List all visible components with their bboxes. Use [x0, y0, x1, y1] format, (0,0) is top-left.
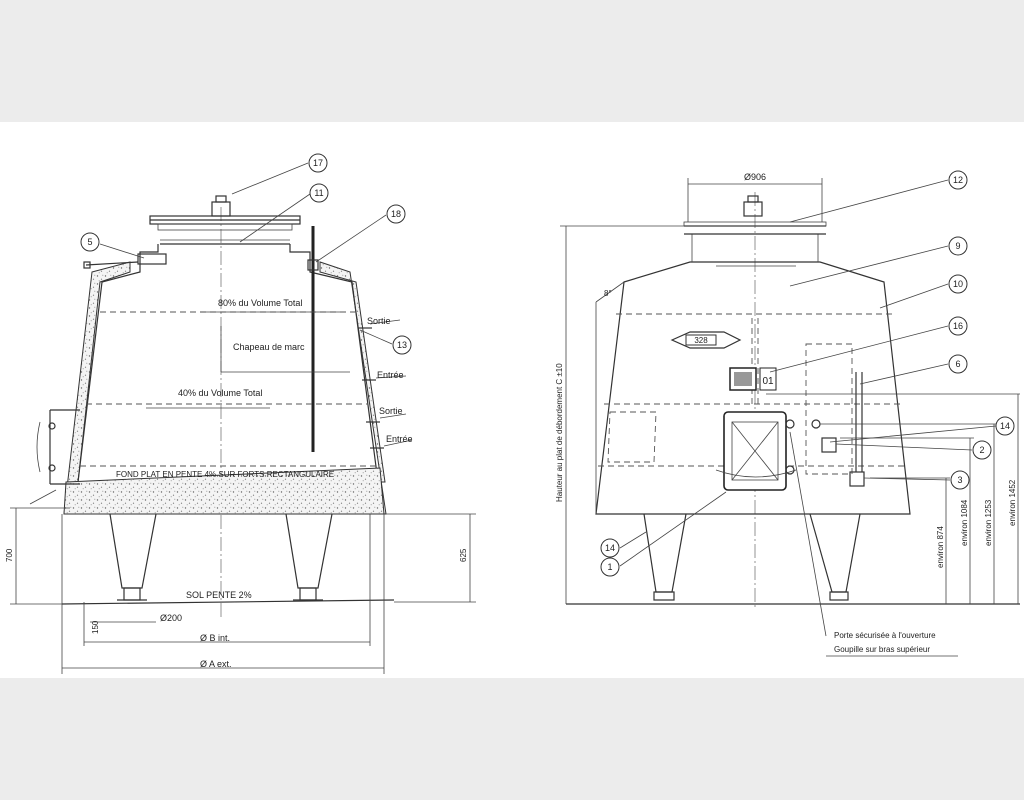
note-door-2: Goupille sur bras supérieur	[834, 645, 930, 654]
dim-dia-a: Ø A ext.	[200, 659, 232, 669]
right-leaders	[619, 179, 997, 567]
svg-text:1: 1	[607, 562, 612, 572]
svg-text:9: 9	[955, 241, 960, 251]
callout-17: 17	[308, 153, 328, 173]
callout-1: 1	[600, 557, 620, 577]
label-entree-bottom: Entrée	[386, 434, 413, 444]
right-door	[715, 411, 797, 491]
left-section-view: 80% du Volume Total Chapeau de marc 40% …	[5, 162, 476, 674]
label-height: Hauteur au plat de débordement C ±10	[555, 363, 564, 502]
dim-env1253: environ 1253	[984, 499, 993, 546]
callout-14-right: 14	[995, 416, 1015, 436]
note-door-1: Porte sécurisée à l'ouverture	[834, 631, 936, 640]
svg-text:16: 16	[953, 321, 963, 331]
dim-foot-dia: Ø200	[160, 613, 182, 623]
svg-text:18: 18	[391, 209, 401, 219]
dim-top-dia: Ø906	[744, 172, 766, 182]
callout-2: 2	[972, 440, 992, 460]
svg-text:11: 11	[314, 188, 323, 198]
label-angle: 8°	[604, 289, 612, 298]
svg-text:01: 01	[762, 376, 774, 387]
dim-625: 625	[459, 548, 468, 562]
left-manway	[149, 195, 301, 245]
right-elevation-view: 328 01	[555, 172, 1020, 657]
left-floor-line	[61, 599, 395, 605]
label-volume-80: 80% du Volume Total	[218, 298, 302, 308]
callout-13: 13	[392, 335, 412, 355]
svg-text:14: 14	[1000, 421, 1010, 431]
dim-dia-b: Ø B int.	[200, 633, 230, 643]
dim-env874: environ 874	[936, 526, 945, 568]
svg-text:5: 5	[87, 237, 92, 247]
label-sol-pente: SOL PENTE 2%	[186, 590, 252, 600]
label-fond-plat: FOND PLAT EN PENTE 4% SUR FORTS RECTANGU…	[116, 470, 334, 479]
right-legs	[643, 513, 861, 601]
left-fitting-5	[83, 253, 167, 269]
callout-16: 16	[948, 316, 968, 336]
callout-11: 11	[309, 183, 329, 203]
svg-text:17: 17	[313, 158, 323, 168]
left-legs	[109, 513, 333, 601]
right-height-dimensions	[766, 393, 1020, 604]
svg-text:12: 12	[953, 175, 963, 185]
callout-6: 6	[948, 354, 968, 374]
svg-text:14: 14	[605, 543, 615, 553]
label-sortie-bottom: Sortie	[379, 406, 403, 416]
right-brand-plate: 328	[670, 331, 742, 349]
svg-text:10: 10	[953, 279, 963, 289]
callout-12: 12	[948, 170, 968, 190]
svg-text:6: 6	[955, 359, 960, 369]
callout-9: 9	[948, 236, 968, 256]
callout-18: 18	[386, 204, 406, 224]
label-entree-top: Entrée	[377, 370, 404, 380]
label-volume-40: 40% du Volume Total	[178, 388, 262, 398]
drawing-sheet: 80% du Volume Total Chapeau de marc 40% …	[0, 122, 1024, 678]
left-dimensions	[10, 507, 476, 674]
label-sortie-top: Sortie	[367, 316, 391, 326]
dim-700: 700	[5, 548, 14, 562]
dim-env1084: environ 1084	[960, 499, 969, 546]
svg-text:13: 13	[397, 340, 407, 350]
label-chapeau: Chapeau de marc	[233, 342, 305, 352]
dim-env1452: environ 1452	[1008, 479, 1017, 526]
callout-14-left: 14	[600, 538, 620, 558]
svg-text:328: 328	[694, 336, 708, 345]
left-side-outlets	[358, 319, 413, 449]
left-sight-glass	[36, 409, 80, 485]
callout-3: 3	[950, 470, 970, 490]
left-leaders	[29, 162, 393, 505]
technical-drawing: 80% du Volume Total Chapeau de marc 40% …	[5, 153, 1020, 674]
svg-text:3: 3	[957, 475, 962, 485]
right-control-panel: 01	[729, 367, 777, 391]
callout-5: 5	[80, 232, 100, 252]
right-valves	[805, 343, 865, 487]
callout-10: 10	[948, 274, 968, 294]
dim-small: 150	[91, 620, 100, 634]
svg-text:2: 2	[979, 445, 984, 455]
left-tank-wall	[101, 244, 379, 483]
